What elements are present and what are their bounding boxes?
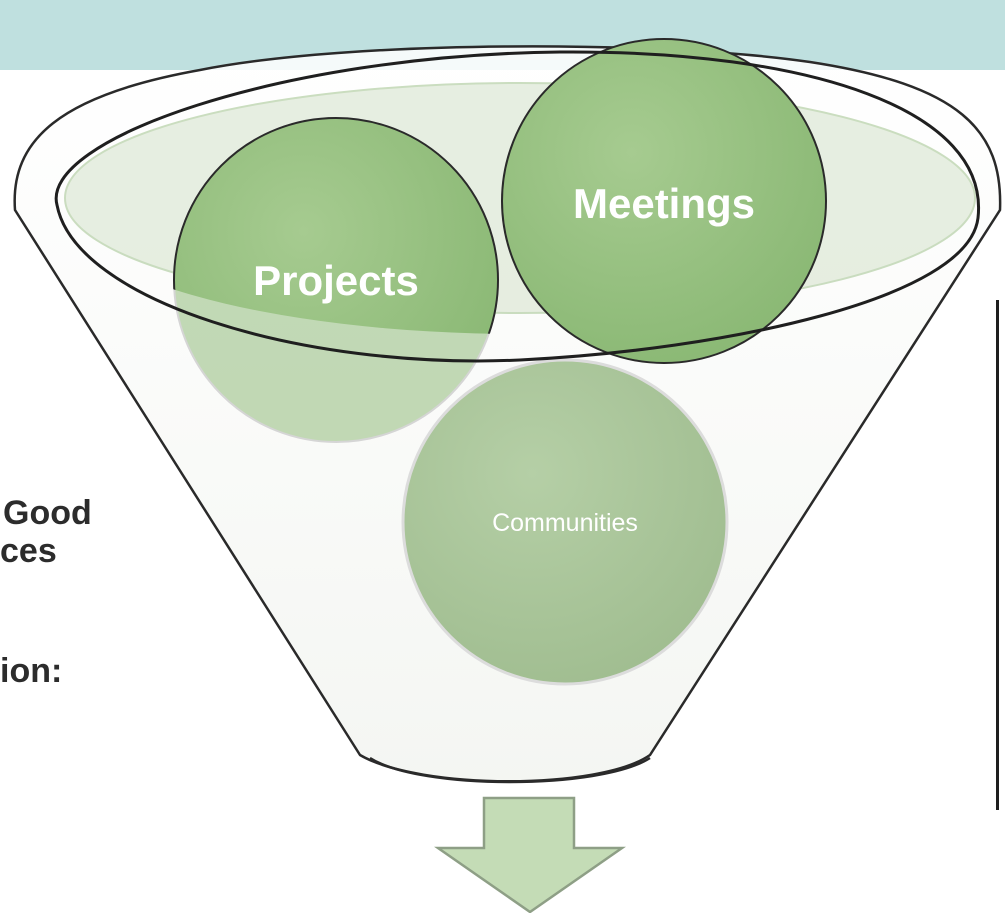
- funnel-spout: [369, 756, 651, 784]
- output-arrow-icon: [434, 796, 626, 913]
- right-border-line: [996, 300, 999, 810]
- meetings-label: Meetings: [573, 180, 755, 227]
- communities-circle: [401, 358, 729, 686]
- funnel-rim-outline: [54, 50, 981, 363]
- side-text-line-3: ion:: [0, 652, 63, 690]
- side-text-line-2: ces: [0, 532, 57, 570]
- projects-circle: [173, 117, 499, 334]
- communities-label: Communities: [492, 509, 638, 537]
- side-text-line-1: Good: [3, 494, 92, 532]
- meetings-circle: [501, 38, 827, 364]
- projects-label: Projects: [253, 257, 419, 304]
